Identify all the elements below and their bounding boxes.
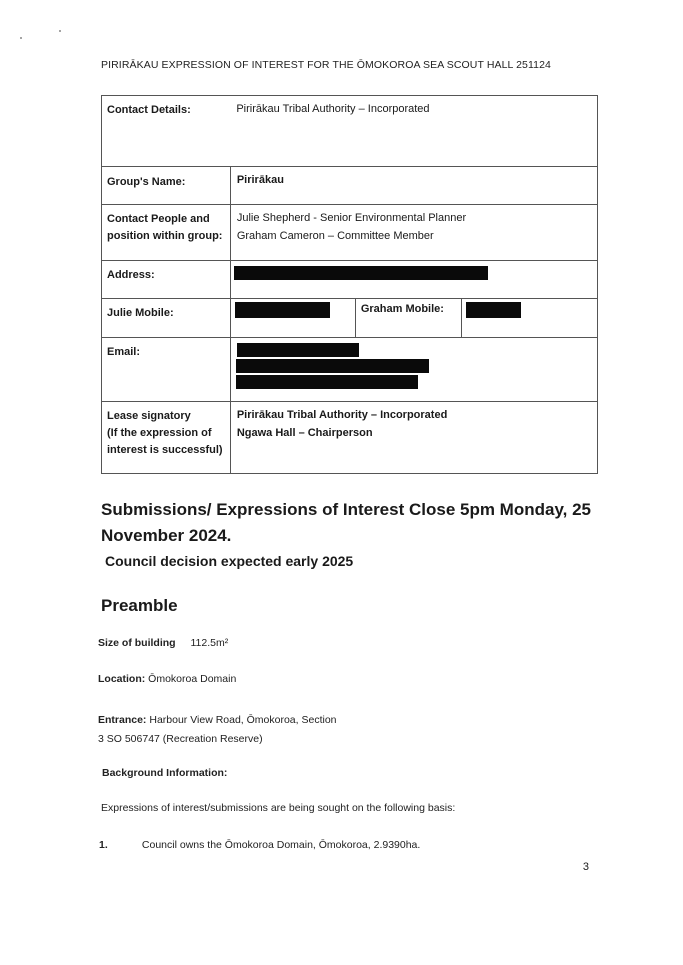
- background-information-heading: Background Information:: [102, 767, 228, 779]
- contact-details-label: Contact Details:: [101, 95, 231, 167]
- lease-label-line: (If the expression of: [107, 427, 212, 439]
- size-of-building: Size of building 112.5m²: [98, 637, 228, 649]
- email-label: Email:: [101, 337, 231, 402]
- contact-people-value: Julie Shepherd - Senior Environmental Pl…: [229, 204, 599, 261]
- council-decision-heading: Council decision expected early 2025: [105, 553, 354, 569]
- list-item: 1. Council owns the Ōmokoroa Domain, Ōmo…: [99, 839, 420, 851]
- entrance-label: Entrance:: [98, 714, 147, 726]
- lease-signatory-line: Pirirākau Tribal Authority – Incorporate…: [236, 409, 448, 421]
- submissions-heading: Submissions/ Expressions of Interest Clo…: [101, 500, 591, 545]
- entrance-value-line-2: 3 SO 506747 (Recreation Reserve): [98, 733, 263, 745]
- size-label: Size of building: [98, 637, 176, 649]
- group-name-value: Pirirākau: [229, 166, 599, 205]
- page-header: PIRIRĀKAU EXPRESSION OF INTEREST FOR THE…: [101, 59, 551, 71]
- redacted-email: [236, 359, 429, 373]
- address-label: Address:: [101, 260, 231, 299]
- contact-people-label-line: Contact People and: [107, 213, 210, 225]
- redacted-address: [234, 266, 488, 280]
- lease-signatory-label: Lease signatory (If the expression of in…: [101, 401, 231, 474]
- lease-signatory-value: Pirirākau Tribal Authority – Incorporate…: [229, 401, 599, 474]
- scan-speck: [59, 30, 61, 32]
- location-label: Location:: [98, 673, 146, 685]
- redacted-julie-mobile: [235, 302, 330, 318]
- lease-signatory-line: Ngawa Hall – Chairperson: [236, 427, 373, 439]
- contact-people-label-line: position within group:: [107, 230, 223, 242]
- group-name-label: Group's Name:: [101, 166, 231, 205]
- graham-mobile-label: Graham Mobile:: [360, 303, 444, 315]
- preamble-heading: Preamble: [101, 596, 178, 615]
- scan-speck: [20, 37, 22, 39]
- location-value: Ōmokoroa Domain: [148, 673, 237, 685]
- entrance: Entrance: Harbour View Road, Ōmokoroa, S…: [98, 711, 337, 749]
- entrance-value: Harbour View Road, Ōmokoroa, Section: [149, 714, 337, 726]
- redacted-graham-mobile: [466, 302, 521, 318]
- redacted-email: [237, 343, 359, 357]
- contact-person: Graham Cameron – Committee Member: [236, 230, 434, 242]
- contact-people-label: Contact People and position within group…: [101, 204, 231, 261]
- list-item-number: 1.: [99, 839, 108, 851]
- location: Location: Ōmokoroa Domain: [98, 673, 236, 685]
- contact-details-value: Pirirākau Tribal Authority – Incorporate…: [230, 95, 599, 167]
- julie-mobile-label: Julie Mobile:: [101, 298, 231, 338]
- contact-details-table: Contact Details: Pirirākau Tribal Author…: [101, 95, 599, 474]
- list-item-text: Council owns the Ōmokoroa Domain, Ōmokor…: [141, 839, 421, 851]
- lease-label-line: Lease signatory: [107, 410, 191, 422]
- redacted-email: [236, 375, 418, 389]
- size-value: 112.5m²: [190, 637, 229, 649]
- expressions-paragraph: Expressions of interest/submissions are …: [101, 802, 456, 814]
- contact-person: Julie Shepherd - Senior Environmental Pl…: [236, 212, 467, 224]
- lease-label-line: interest is successful): [107, 444, 223, 456]
- page-number: 3: [582, 861, 589, 873]
